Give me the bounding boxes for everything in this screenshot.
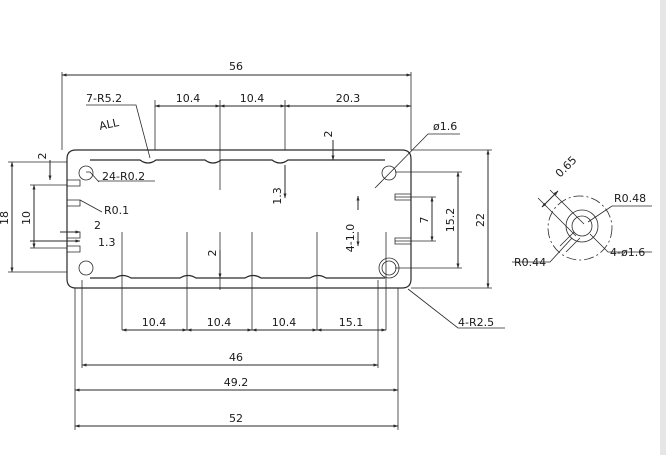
dim-height-15-2: 15.2: [444, 208, 457, 233]
dimension-labels: 56 7-R5.2 ALL 10.4 10.4 20.3 ø1.6 2 2 24…: [0, 60, 494, 425]
dim-width-46: 46: [229, 351, 243, 364]
screw-boss-tr: [381, 165, 397, 181]
inner-bottom-wall: [90, 274, 385, 279]
dim-corner-radius: 4-R2.5: [458, 316, 494, 329]
screw-boss-bl: [78, 260, 94, 276]
dim-groove-note: 24-R0.2: [102, 170, 145, 183]
outer-outline: [66, 149, 412, 289]
detail-slot-width: 0.65: [553, 154, 580, 181]
dim-top-pitch-2: 10.4: [240, 92, 265, 105]
detail-outer-ring: [547, 195, 613, 261]
dim-height-18: 18: [0, 211, 11, 225]
left-slot-mid: [67, 199, 81, 207]
dim-top-pitch-1: 10.4: [176, 92, 201, 105]
dim-rib-4-1-0: 4-1.0: [344, 224, 357, 252]
dim-gap-7: 7: [418, 217, 431, 224]
dim-bottom-offset: 15.1: [339, 316, 364, 329]
dim-width-52: 52: [229, 412, 243, 425]
dim-slot-1-3: 1.3: [98, 236, 116, 249]
dim-groove-depth-bottom: 2: [206, 250, 219, 257]
dim-left-2: 2: [36, 153, 49, 160]
left-slot-top: [67, 179, 81, 187]
inner-top-wall: [90, 159, 385, 164]
screw-boss-tl: [78, 165, 94, 181]
left-slot-low: [67, 231, 81, 239]
dim-bottom-pitch-1: 10.4: [142, 316, 167, 329]
detail-inner-radius: R0.44: [514, 256, 546, 269]
dim-height-10: 10: [20, 211, 33, 225]
dim-bottom-pitch-2: 10.4: [207, 316, 232, 329]
dim-slot-2: 2: [94, 219, 101, 232]
detail-hole-inner: [571, 215, 593, 237]
dim-width-49-2: 49.2: [224, 376, 249, 389]
left-slot-bottom: [67, 245, 81, 253]
leader-lines: [79, 104, 505, 329]
dim-radius-small: R0.1: [104, 204, 129, 217]
dim-bottom-pitch-3: 10.4: [272, 316, 297, 329]
vertical-scrollbar[interactable]: [660, 0, 666, 455]
dim-bore-dia: ø1.6: [433, 120, 457, 133]
dim-groove-depth-top: 2: [322, 131, 335, 138]
note-all: ALL: [98, 116, 121, 133]
dim-height-22: 22: [474, 213, 487, 227]
dim-rib-1-3: 1.3: [271, 187, 284, 205]
detail-slot: [559, 231, 581, 253]
screw-boss-br: [381, 260, 397, 276]
extension-lines: [8, 72, 492, 430]
dim-top-offset: 20.3: [336, 92, 361, 105]
dim-overall-width: 56: [229, 60, 243, 73]
dim-radius-7: 7-R5.2: [86, 92, 122, 105]
hole-detail-view: 0.65 R0.48 R0.44 4-ø1.6: [512, 154, 652, 269]
detail-outer-radius: R0.48: [614, 192, 646, 205]
dimension-lines: [10, 73, 490, 428]
detail-hole-note: 4-ø1.6: [610, 246, 645, 259]
